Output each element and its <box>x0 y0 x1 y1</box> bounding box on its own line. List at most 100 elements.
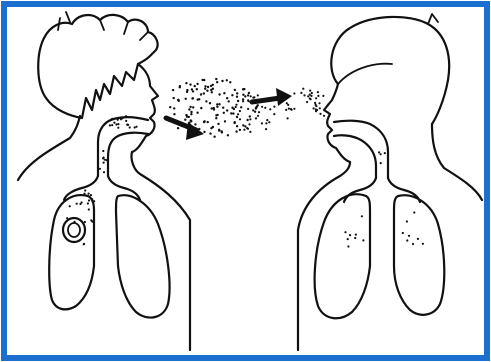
droplet-dot <box>246 119 248 121</box>
droplet-dot <box>207 86 209 88</box>
droplet-dot <box>236 116 238 118</box>
droplet-dot <box>88 208 90 210</box>
droplet-dot <box>354 237 356 239</box>
droplet-dot <box>249 118 251 120</box>
droplet-dot <box>319 113 321 115</box>
droplet-dot <box>200 107 202 109</box>
droplet-dot <box>90 194 92 196</box>
droplet-dot <box>212 84 214 86</box>
droplet-dot <box>269 108 271 110</box>
droplet-dot <box>406 220 408 222</box>
droplet-dot <box>125 120 127 122</box>
droplet-dot <box>234 89 236 91</box>
droplet-dot <box>222 107 224 109</box>
droplet-dot <box>384 152 386 154</box>
droplet-dot <box>235 106 237 108</box>
droplet-dot <box>218 103 220 105</box>
droplet-dot <box>168 118 170 120</box>
droplet-dot <box>247 108 249 110</box>
droplet-dot <box>279 102 281 104</box>
droplet-dot <box>134 126 136 128</box>
droplet-dot <box>125 115 127 117</box>
droplet-dot <box>257 94 259 96</box>
droplet-dot <box>103 171 105 173</box>
droplet-dot <box>66 217 68 219</box>
droplet-dot <box>349 234 351 236</box>
droplet-dot <box>135 126 137 128</box>
droplet-dot <box>216 81 218 83</box>
droplet-dot <box>215 78 217 80</box>
droplet-dot <box>218 93 220 95</box>
droplet-dot <box>239 118 241 120</box>
droplet-dot <box>210 89 212 91</box>
droplet-dot <box>247 94 249 96</box>
droplet-dot <box>88 193 90 195</box>
droplet-dot <box>271 99 273 101</box>
droplet-dot <box>235 104 237 106</box>
droplet-dot <box>227 134 229 136</box>
droplet-dot <box>236 125 238 127</box>
droplet-dot <box>83 193 85 195</box>
droplet-dot <box>209 132 211 134</box>
droplet-dot <box>213 136 215 138</box>
droplet-dot <box>309 90 311 92</box>
droplet-dot <box>192 106 194 108</box>
droplet-dot <box>173 97 175 99</box>
droplet-dot <box>247 128 249 130</box>
droplet-dot <box>203 131 205 133</box>
droplet-dot <box>76 203 78 205</box>
droplet-dot <box>186 91 188 93</box>
droplet-dot <box>311 92 313 94</box>
droplet-dot <box>252 109 254 111</box>
droplet-dot <box>316 109 318 111</box>
droplet-dot <box>322 95 324 97</box>
droplet-dot <box>273 106 275 108</box>
droplet-dot <box>318 102 320 104</box>
droplet-dot <box>106 159 108 161</box>
droplet-dot <box>242 94 244 96</box>
droplet-dot <box>413 211 415 213</box>
droplet-dot <box>84 221 86 223</box>
droplet-dot <box>223 112 225 114</box>
droplet-dot <box>249 115 251 117</box>
droplet-dot <box>408 235 410 237</box>
droplet-dot <box>173 107 175 109</box>
droplet-dot <box>192 90 194 92</box>
droplet-dot <box>232 112 234 114</box>
droplet-dot <box>196 83 198 85</box>
droplet-dot <box>380 153 382 155</box>
droplet-dot <box>209 102 211 104</box>
droplet-dot <box>310 98 312 100</box>
droplet-dot <box>229 81 231 83</box>
droplet-dot <box>93 200 95 202</box>
droplet-dot <box>189 83 191 85</box>
droplet-dot <box>293 108 295 110</box>
droplet-dot <box>83 243 85 245</box>
droplet-dot <box>252 101 254 103</box>
droplet-dot <box>323 115 325 117</box>
droplet-dot <box>280 97 282 99</box>
droplet-dot <box>113 122 115 124</box>
droplet-dot <box>248 123 250 125</box>
droplet-dot <box>347 245 349 247</box>
droplet-dot <box>91 198 93 200</box>
droplet-dot <box>228 100 230 102</box>
droplet-dot <box>380 162 382 164</box>
droplet-dot <box>290 108 292 110</box>
droplet-dot <box>244 125 246 127</box>
droplet-dot <box>216 106 218 108</box>
droplet-dot <box>204 88 206 90</box>
droplet-dot <box>285 109 287 111</box>
droplet-dot <box>201 79 203 81</box>
droplet-dot <box>317 91 319 93</box>
droplet-dot <box>117 127 119 129</box>
droplet-dot <box>173 113 175 115</box>
droplet-dot <box>235 130 237 132</box>
droplet-dot <box>91 221 93 223</box>
droplet-dot <box>406 239 408 241</box>
droplet-dot <box>265 122 267 124</box>
droplet-dot <box>307 95 309 97</box>
droplet-dot <box>239 110 241 112</box>
droplet-dot <box>355 234 357 236</box>
droplet-dot <box>250 95 252 97</box>
